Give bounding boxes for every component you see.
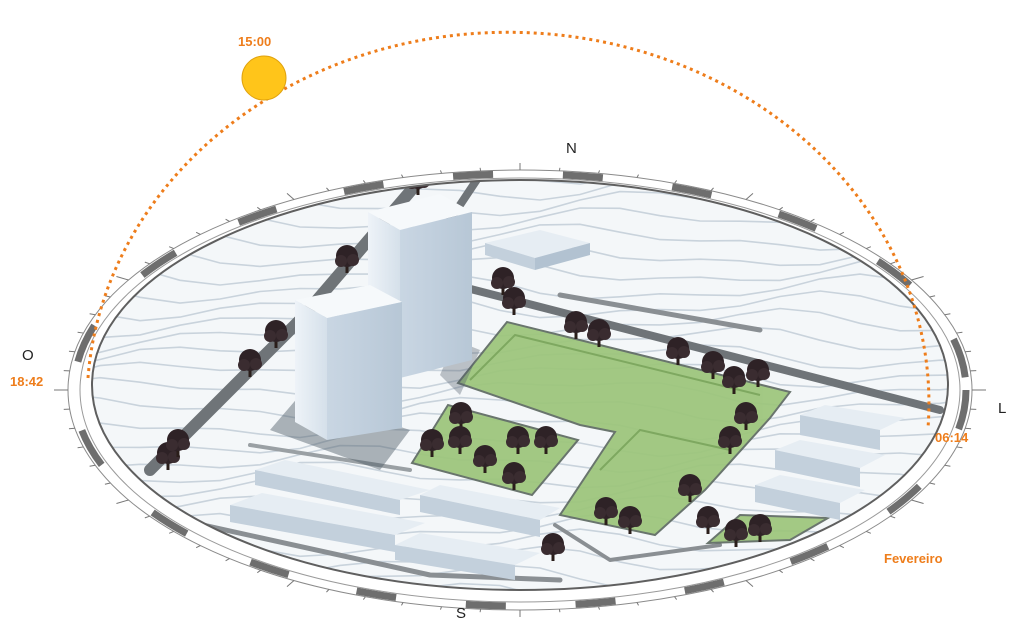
tree-icon: [724, 519, 748, 547]
green-areas: [410, 320, 832, 545]
tree-icon: [534, 426, 558, 454]
building-block: [420, 485, 560, 537]
road: [177, 517, 563, 583]
tree-icon: [587, 319, 611, 347]
road: [557, 292, 763, 333]
road: [248, 443, 412, 472]
building-block: [800, 405, 905, 450]
tower-building: [295, 285, 402, 440]
sunrise-time-label: 06:14: [935, 430, 969, 445]
compass-ticks: [54, 163, 986, 617]
tree-icon: [618, 506, 642, 534]
tree-icon: [748, 514, 772, 542]
building-block: [755, 475, 865, 520]
building-block: [775, 440, 885, 487]
tree-icon: [541, 533, 565, 561]
tree-icon: [448, 426, 472, 454]
tree-icon: [564, 311, 588, 339]
building-block: [395, 533, 540, 580]
tree-icon: [734, 402, 758, 430]
compass-east-label: L: [998, 400, 1007, 417]
tree-icon: [491, 267, 515, 295]
sunset-time-label: 18:42: [10, 374, 44, 389]
tree-icon: [746, 359, 770, 387]
compass-west-label: O: [22, 347, 34, 364]
building-block: [485, 230, 590, 270]
tree-icon: [166, 429, 190, 457]
tree-icon: [473, 445, 497, 473]
tree-icon: [264, 320, 288, 348]
park-area: [456, 320, 792, 537]
tree-icon: [335, 245, 359, 273]
tree-icon: [722, 366, 746, 394]
tree-icon: [238, 349, 262, 377]
tree-icon: [502, 287, 526, 315]
sun-time-label: 15:00: [238, 34, 272, 49]
building-block: [255, 460, 430, 515]
sun-path-arc: [86, 30, 931, 429]
tree-icon: [449, 402, 473, 430]
compass-south-label: S: [456, 605, 467, 622]
month-label: Fevereiro: [884, 551, 943, 566]
ground-disc: [92, 180, 948, 590]
tree-icon: [506, 426, 530, 454]
tree-icon: [594, 497, 618, 525]
tree-icon: [701, 351, 725, 379]
tree-icon: [502, 462, 526, 490]
compass-north-label: N: [566, 140, 577, 157]
tower-buildings: [295, 194, 472, 440]
park-area: [410, 403, 580, 497]
disc-rim: [91, 179, 949, 591]
tree-icon: [666, 337, 690, 365]
tree-icon: [696, 506, 720, 534]
tree-icon: [718, 426, 742, 454]
tree-icon: [678, 474, 702, 502]
building-block: [230, 493, 425, 552]
sun-icon: [241, 55, 287, 101]
tree-icon: [420, 429, 444, 457]
road: [553, 523, 722, 562]
low-buildings: [230, 230, 905, 580]
